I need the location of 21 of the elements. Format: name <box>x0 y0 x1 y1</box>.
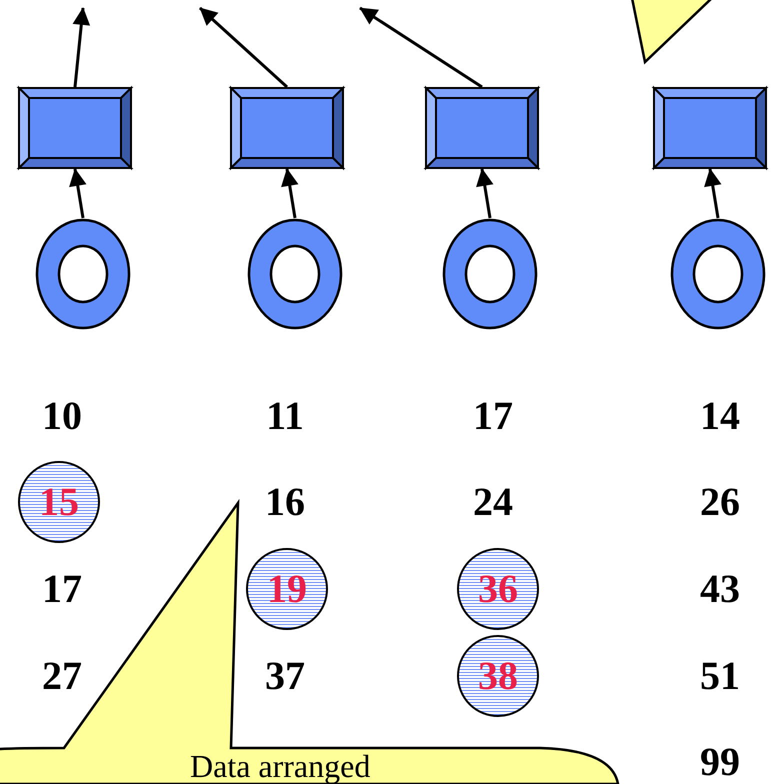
number: 26 <box>700 482 740 522</box>
arrow <box>69 168 86 218</box>
number: 43 <box>700 569 740 609</box>
arrow <box>281 168 298 218</box>
number: 37 <box>265 656 305 696</box>
arrow <box>704 168 722 218</box>
arrow <box>359 6 483 88</box>
number: 17 <box>42 569 82 609</box>
number: 11 <box>266 396 304 436</box>
number: 10 <box>42 396 82 436</box>
number: 14 <box>700 396 740 436</box>
number: 17 <box>473 396 513 436</box>
number: 24 <box>473 482 513 522</box>
number: 51 <box>700 656 740 696</box>
arrow <box>476 168 494 218</box>
arrow <box>72 7 90 88</box>
callout-text: Data arranged <box>190 748 370 784</box>
number: 16 <box>265 482 305 522</box>
arrow <box>199 6 288 88</box>
number: 99 <box>700 742 740 782</box>
number: 27 <box>42 656 82 696</box>
